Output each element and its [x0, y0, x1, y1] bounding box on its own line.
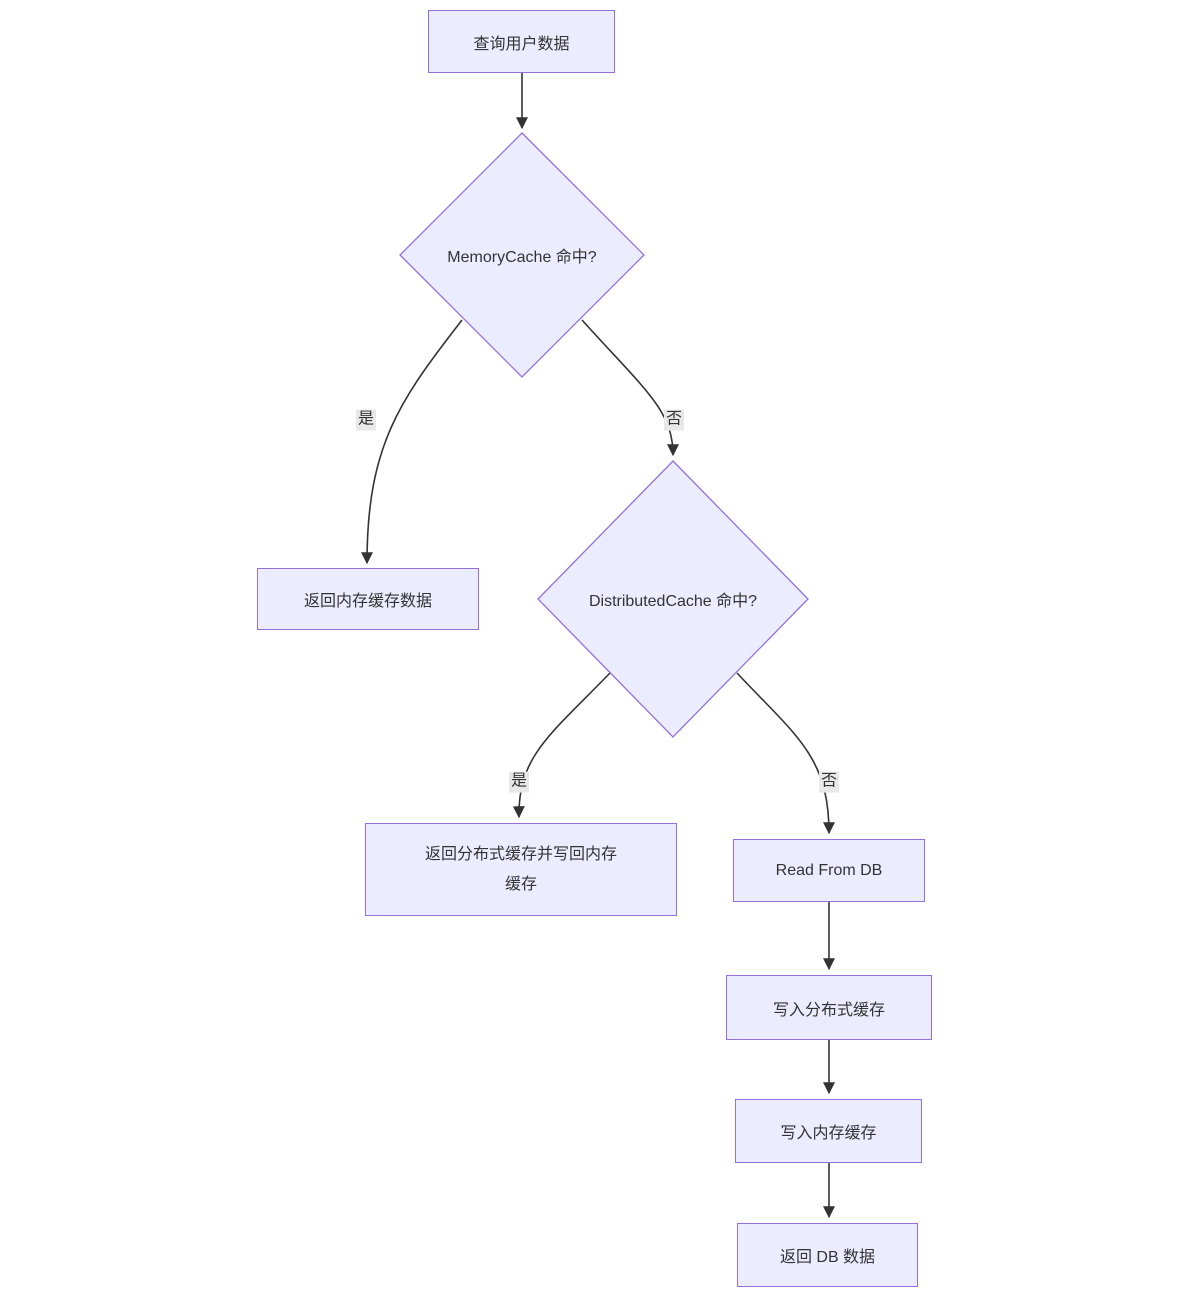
node-label: 写入分布式缓存	[772, 1001, 885, 1019]
edge-distcheck-no-to-readdb	[736, 672, 835, 835]
edge-memcheck-yes-to-memreturn	[361, 319, 463, 565]
node-label: 返回 DB 数据	[779, 1249, 876, 1266]
decision-distributedcache-label: DistributedCache 命中?	[588, 593, 758, 610]
decision-memorycache-shape	[399, 132, 645, 378]
node-return-db-data: 返回 DB 数据	[737, 1223, 918, 1287]
edge-distcheck-yes-to-distreturn	[512, 672, 611, 819]
node-return-memory-cache: 返回内存缓存数据	[257, 568, 479, 630]
node-label: 查询用户数据	[473, 35, 570, 53]
decision-distributedcache-shape	[537, 460, 809, 738]
node-return-distributed-writeback: 返回分布式缓存并写回内存缓存	[365, 823, 677, 916]
node-label: 返回内存缓存数据	[303, 593, 432, 610]
node-read-from-db: Read From DB	[733, 839, 925, 902]
node-label: Read From DB	[775, 861, 883, 879]
edge-memcheck-no-to-distcheck	[581, 319, 679, 457]
node-label: 返回分布式缓存并写回内存缓存	[424, 845, 617, 893]
edge-label-distcheck-no: 否	[818, 771, 840, 793]
node-write-distributed-cache: 写入分布式缓存	[726, 975, 932, 1040]
node-query-user-data: 查询用户数据	[428, 10, 615, 73]
decision-memorycache-label: MemoryCache 命中?	[447, 249, 597, 266]
edge-label-memcheck-yes: 是	[355, 409, 377, 431]
node-label: 写入内存缓存	[780, 1125, 877, 1142]
edge-label-distcheck-yes: 是	[508, 771, 530, 793]
edge-label-memcheck-no: 否	[663, 409, 685, 431]
node-write-memory-cache: 写入内存缓存	[735, 1099, 922, 1163]
